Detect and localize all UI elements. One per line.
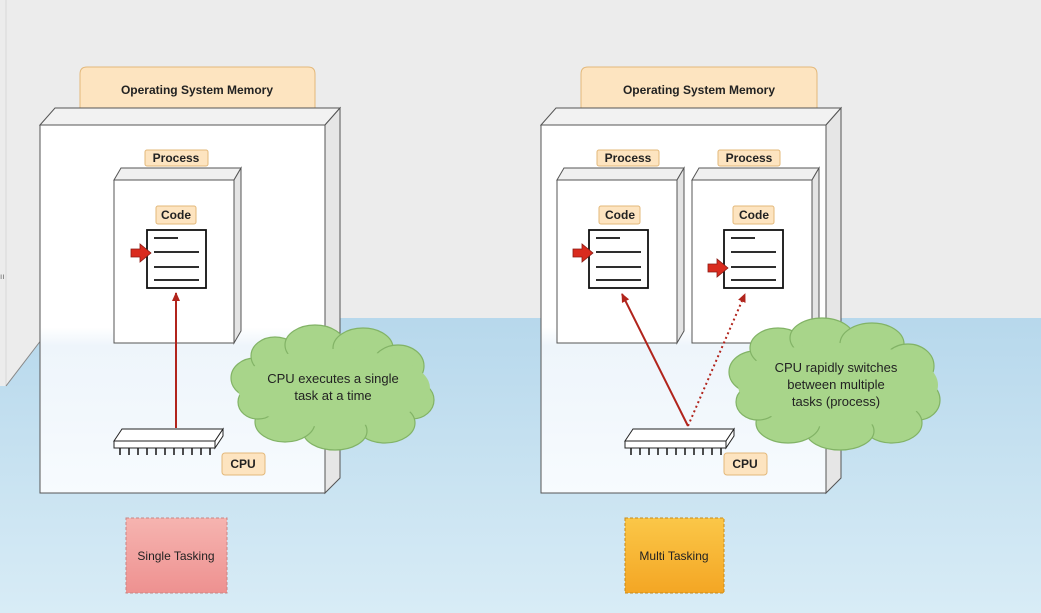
- multi-process-tab-2: Process: [717, 149, 781, 167]
- single-code-tab: Code: [155, 205, 197, 225]
- multi-code-tab-1: Code: [598, 205, 641, 225]
- multi-instruction-pointer-icon-1: [572, 243, 594, 263]
- multi-code-tab-2: Code: [732, 205, 775, 225]
- single-os-memory-label: Operating System Memory: [121, 83, 273, 97]
- multi-cloud-line2: between multiple: [787, 377, 885, 392]
- multi-code-document-2: [723, 229, 784, 289]
- multi-switch-arrow-dotted: [687, 293, 746, 427]
- single-tasking-diagram: Operating System Memory Process Code: [38, 66, 435, 594]
- single-tasking-badge: Single Tasking: [125, 517, 228, 594]
- single-cloud-line1: CPU executes a single: [267, 371, 399, 386]
- multi-code-label-2: Code: [739, 208, 769, 222]
- multi-tasking-diagram: Operating System Memory Process Code: [539, 66, 941, 594]
- multi-process-label-1: Process: [605, 151, 652, 165]
- multi-process-tab-1: Process: [596, 149, 660, 167]
- multi-tasking-label: Multi Tasking: [639, 549, 708, 563]
- multi-active-arrow: [621, 293, 689, 427]
- single-cpu-tab: CPU: [221, 452, 266, 476]
- multi-cpu-label: CPU: [732, 457, 757, 471]
- single-cloud-line2: task at a time: [294, 388, 371, 403]
- single-process-tab: Process: [144, 149, 209, 167]
- multi-cloud-line1: CPU rapidly switches: [775, 360, 898, 375]
- multi-code-label-1: Code: [605, 208, 635, 222]
- single-process-label: Process: [153, 151, 200, 165]
- multi-cloud-callout: CPU rapidly switches between multiple ta…: [728, 317, 941, 451]
- single-cloud-callout: CPU executes a single task at a time: [230, 324, 435, 451]
- multi-process-label-2: Process: [726, 151, 773, 165]
- multi-os-memory-label: Operating System Memory: [623, 83, 775, 97]
- stray-mark: ıı: [0, 272, 5, 281]
- single-tasking-label: Single Tasking: [137, 549, 214, 563]
- multi-code-document-1: [588, 229, 649, 289]
- multi-cloud-line3: tasks (process): [792, 394, 880, 409]
- multi-cpu-chip-icon: [624, 427, 735, 455]
- single-instruction-pointer-icon: [130, 243, 152, 263]
- single-cpu-label: CPU: [230, 457, 255, 471]
- single-code-document: [146, 229, 207, 289]
- multi-tasking-badge: Multi Tasking: [624, 517, 725, 594]
- multi-instruction-pointer-icon-2: [707, 258, 729, 278]
- multi-cpu-tab: CPU: [723, 452, 768, 476]
- single-cpu-chip-icon: [113, 427, 224, 455]
- single-code-label: Code: [161, 208, 191, 222]
